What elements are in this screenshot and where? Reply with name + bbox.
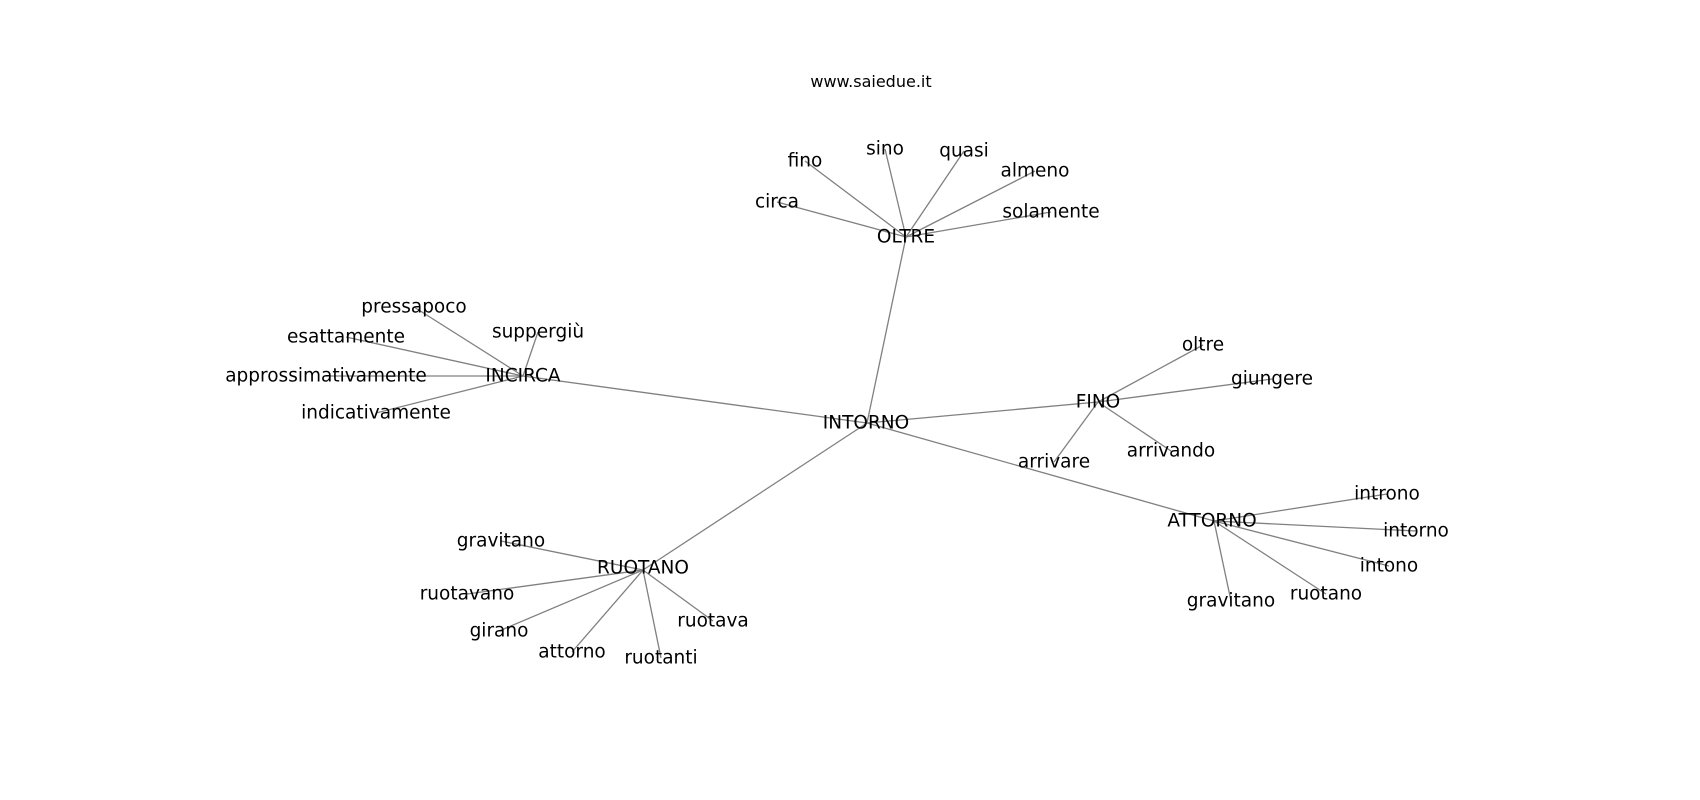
- edge-incirca-indicativamente: [375, 375, 524, 414]
- node-gravitano-r: gravitano: [457, 531, 545, 552]
- edge-oltre_hub-sino: [884, 148, 907, 238]
- node-suppergiu: suppergiù: [492, 322, 584, 343]
- edge-attorno_hub-gravitano_a: [1213, 520, 1232, 602]
- edge-attorno_hub-intono: [1213, 520, 1390, 567]
- edge-ruotano_hub-ruotavano: [466, 569, 644, 595]
- edge-oltre_hub-quasi: [905, 150, 965, 238]
- node-ruotavano: ruotavano: [420, 584, 515, 605]
- node-arrivando: arrivando: [1127, 441, 1215, 462]
- node-attorno-hub: ATTORNO: [1167, 511, 1256, 532]
- node-attorno-leaf: attorno: [538, 642, 606, 663]
- node-intorno: INTORNO: [823, 413, 909, 434]
- node-gravitano-a: gravitano: [1187, 591, 1275, 612]
- edge-fino_hub-giungere: [1097, 378, 1273, 403]
- node-approssimativamente: approssimativamente: [225, 366, 427, 387]
- node-ruotava: ruotava: [677, 611, 749, 632]
- node-solamente: solamente: [1002, 202, 1099, 223]
- node-oltre-hub: OLTRE: [877, 227, 935, 248]
- node-esattamente: esattamente: [287, 327, 405, 348]
- edge-intorno-oltre_hub: [866, 236, 907, 424]
- edge-ruotano_hub-ruotanti: [642, 569, 662, 659]
- node-ruotano-leaf: ruotano: [1290, 584, 1362, 605]
- edge-incirca-esattamente: [345, 336, 524, 377]
- node-almeno: almeno: [1001, 161, 1070, 182]
- node-arrivare: arrivare: [1018, 452, 1090, 473]
- edge-oltre_hub-almeno: [905, 170, 1036, 238]
- edge-fino_hub-arrivando: [1097, 401, 1172, 452]
- edge-attorno_hub-intorno_leaf: [1213, 520, 1417, 532]
- node-pressapoco: pressapoco: [361, 297, 467, 318]
- edge-ruotano_hub-gravitano_r: [500, 540, 644, 571]
- edge-intorno-attorno_hub: [866, 422, 1215, 522]
- edge-incirca-pressapoco: [413, 306, 524, 377]
- node-ruotanti: ruotanti: [624, 648, 697, 669]
- node-giungere: giungere: [1231, 369, 1313, 390]
- edge-ruotano_hub-ruotava: [642, 569, 714, 622]
- edge-intorno-ruotano_hub: [642, 422, 868, 571]
- edge-intorno-fino_hub: [866, 401, 1099, 424]
- node-incirca: INCIRCA: [485, 366, 561, 387]
- node-indicativamente: indicativamente: [301, 403, 451, 424]
- node-intorno-leaf: intorno: [1383, 521, 1449, 542]
- node-fino-hub: FINO: [1076, 392, 1121, 413]
- edge-incirca-suppergiu: [522, 331, 539, 377]
- node-introno: introno: [1354, 484, 1420, 505]
- edge-attorno_hub-ruotano_leaf: [1213, 520, 1327, 595]
- node-fino-leaf: fino: [788, 151, 823, 172]
- graph-edges: [326, 148, 1417, 659]
- edge-attorno_hub-introno: [1213, 493, 1388, 522]
- edge-fino_hub-oltre_leaf: [1097, 344, 1204, 403]
- node-intono: intono: [1360, 556, 1418, 577]
- edge-oltre_hub-fino_leaf: [804, 160, 907, 238]
- site-title: www.saiedue.it: [810, 72, 932, 91]
- node-circa: circa: [755, 192, 799, 213]
- edge-intorno-incirca: [522, 375, 868, 424]
- edge-ruotano_hub-girano: [498, 569, 644, 632]
- edge-ruotano_hub-attorno_leaf: [571, 569, 644, 653]
- edge-oltre_hub-solamente: [905, 211, 1052, 238]
- node-sino: sino: [866, 139, 904, 160]
- node-oltre-leaf: oltre: [1182, 335, 1224, 356]
- node-ruotano-hub: RUOTANO: [597, 558, 689, 579]
- graph-labels: INTORNO OLTRE INCIRCA FINO ATTORNO RUOTANO fin…: [225, 139, 1449, 669]
- edge-oltre_hub-circa: [776, 201, 907, 238]
- edge-fino_hub-arrivare: [1053, 401, 1099, 463]
- node-quasi: quasi: [939, 141, 989, 162]
- node-girano: girano: [470, 621, 529, 642]
